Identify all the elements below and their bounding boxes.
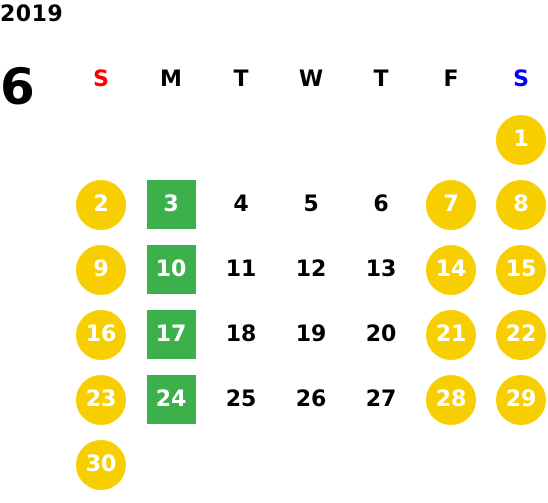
day-cell: 12 <box>276 237 346 302</box>
day-cell: 29 <box>486 367 548 432</box>
day-cell: 10 <box>136 237 206 302</box>
day-cell: 11 <box>206 237 276 302</box>
day-cell: 21 <box>416 302 486 367</box>
day-cell: 16 <box>66 302 136 367</box>
day-cell: 2 <box>66 172 136 237</box>
day-4: 4 <box>233 192 249 217</box>
day-cell: 3 <box>136 172 206 237</box>
day-22: 22 <box>496 309 546 360</box>
month-number: 6 <box>0 58 35 116</box>
day-cell: 14 <box>416 237 486 302</box>
day-18: 18 <box>225 322 257 347</box>
day-cell: 7 <box>416 172 486 237</box>
weekday-header: M <box>160 67 182 92</box>
day-cell: 23 <box>66 367 136 432</box>
weekday-header: W <box>298 67 324 92</box>
day-17: 17 <box>146 310 196 359</box>
day-cell: 18 <box>206 302 276 367</box>
day-cell: 22 <box>486 302 548 367</box>
day-13: 13 <box>365 257 397 282</box>
day-12: 12 <box>295 257 327 282</box>
day-cell: 15 <box>486 237 548 302</box>
day-23: 23 <box>76 374 126 425</box>
day-1: 1 <box>496 114 546 165</box>
day-14: 14 <box>426 244 476 295</box>
day-7: 7 <box>426 179 476 230</box>
day-cell: 5 <box>276 172 346 237</box>
day-26: 26 <box>295 387 327 412</box>
day-16: 16 <box>76 309 126 360</box>
day-11: 11 <box>225 257 257 282</box>
day-cell: 9 <box>66 237 136 302</box>
day-9: 9 <box>76 244 126 295</box>
day-29: 29 <box>496 374 546 425</box>
day-30: 30 <box>76 439 126 490</box>
year-label: 2019 <box>0 2 64 27</box>
day-24: 24 <box>146 375 196 424</box>
empty-cell <box>136 107 206 172</box>
empty-cell <box>206 107 276 172</box>
day-cell: 8 <box>486 172 548 237</box>
weekday-header: S <box>513 67 529 92</box>
day-cell: 19 <box>276 302 346 367</box>
weekday-header: S <box>93 67 109 92</box>
day-21: 21 <box>426 309 476 360</box>
day-cell: 6 <box>346 172 416 237</box>
day-15: 15 <box>496 244 546 295</box>
day-2: 2 <box>76 179 126 230</box>
day-10: 10 <box>146 245 196 294</box>
day-20: 20 <box>365 322 397 347</box>
empty-cell <box>66 107 136 172</box>
day-cell: 30 <box>66 432 136 497</box>
day-cell: 26 <box>276 367 346 432</box>
day-cell: 24 <box>136 367 206 432</box>
day-cell: 27 <box>346 367 416 432</box>
day-25: 25 <box>225 387 257 412</box>
day-3: 3 <box>146 180 196 229</box>
empty-cell <box>346 107 416 172</box>
weekday-header: F <box>443 67 459 92</box>
day-cell: 1 <box>486 107 548 172</box>
day-cell: 20 <box>346 302 416 367</box>
day-19: 19 <box>295 322 327 347</box>
day-cell: 25 <box>206 367 276 432</box>
day-cell: 17 <box>136 302 206 367</box>
day-cell: 13 <box>346 237 416 302</box>
empty-cell <box>276 107 346 172</box>
day-6: 6 <box>373 192 389 217</box>
day-27: 27 <box>365 387 397 412</box>
day-cell: 4 <box>206 172 276 237</box>
day-cell: 28 <box>416 367 486 432</box>
day-5: 5 <box>303 192 319 217</box>
weekday-header: T <box>373 67 389 92</box>
day-8: 8 <box>496 179 546 230</box>
weekday-header: T <box>233 67 249 92</box>
day-28: 28 <box>426 374 476 425</box>
empty-cell <box>416 107 486 172</box>
